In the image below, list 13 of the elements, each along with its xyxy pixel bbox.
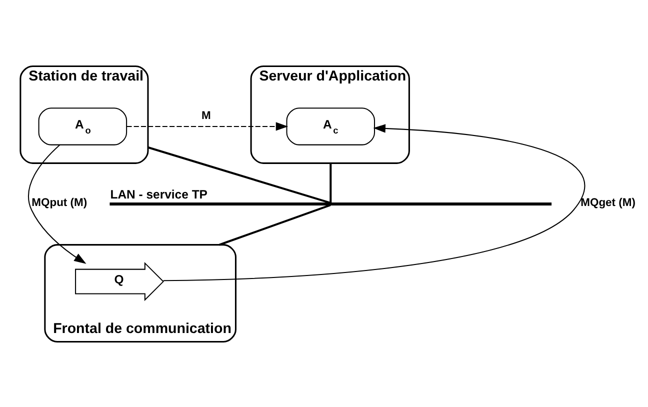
edge-label: MQput (M): [32, 196, 88, 208]
arrow: [126, 122, 288, 130]
node-box: A$_{c}$: [286, 107, 376, 145]
connector: [148, 146, 331, 204]
edge-label: MQget (M): [580, 196, 636, 208]
node-box: A$_{o}$: [38, 107, 128, 145]
arrow: [28, 144, 86, 264]
connector: [330, 162, 332, 202]
arrow: [163, 124, 585, 281]
node-bar: [110, 202, 552, 206]
edge-label: M: [202, 110, 211, 122]
node-label: LAN - service TP: [110, 186, 208, 201]
connector: [218, 204, 331, 246]
